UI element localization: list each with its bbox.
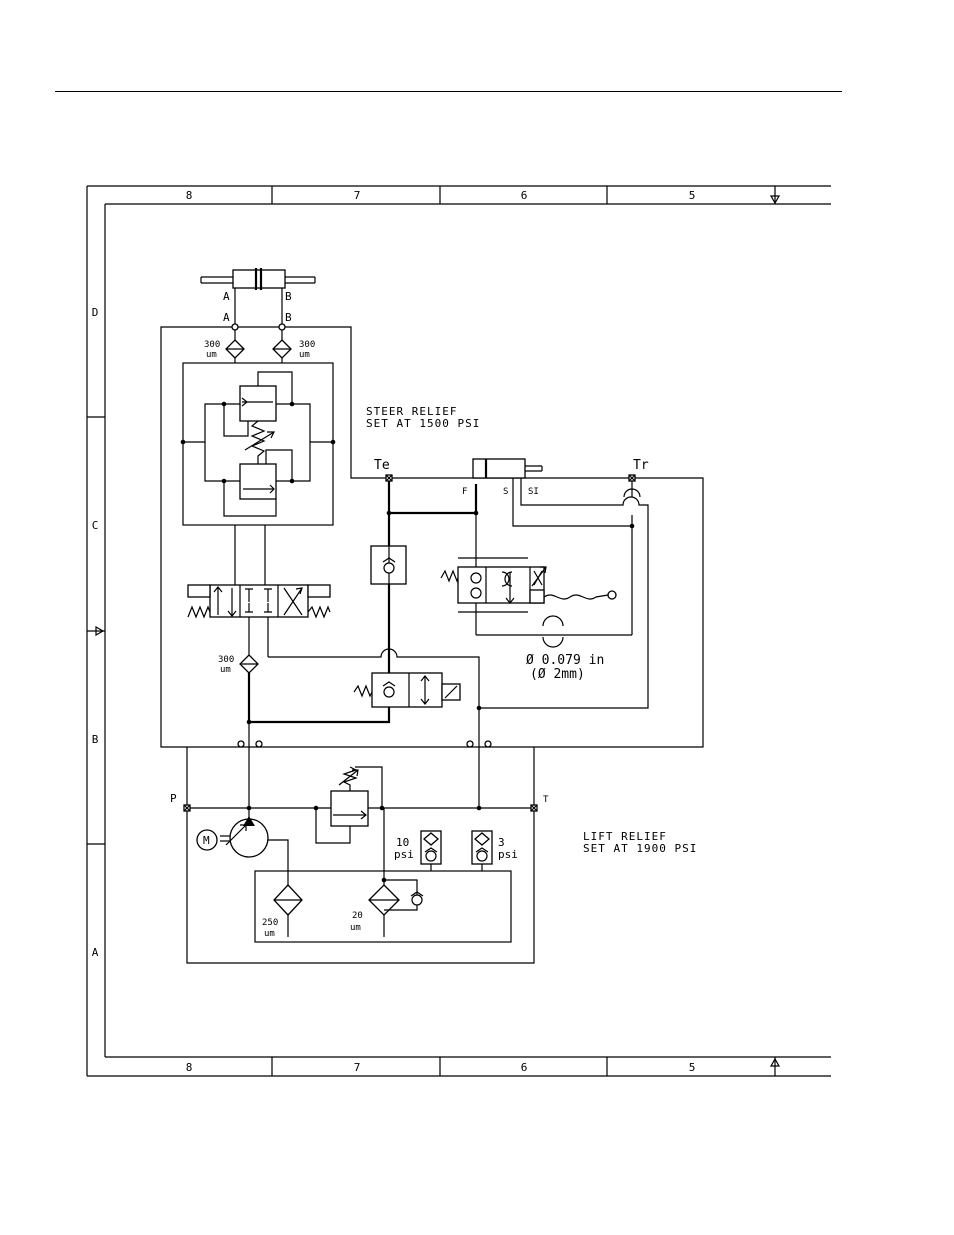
directional-valve (188, 525, 330, 657)
svg-text:SET AT 1500 PSI: SET AT 1500 PSI (366, 417, 480, 430)
svg-text:SET AT 1900 PSI: SET AT 1900 PSI (583, 842, 697, 855)
line-check-valve (371, 546, 406, 584)
zone-bottom-6: 6 (521, 1061, 528, 1074)
cross-relief-block (181, 363, 336, 525)
motor-label: M (203, 834, 210, 847)
orifice: Ø 0.079 in (Ø 2mm) (526, 616, 604, 682)
svg-text:um: um (206, 350, 217, 360)
solenoid-valve (354, 673, 460, 707)
svg-text:psi: psi (394, 848, 414, 861)
port-sl: SI (528, 487, 539, 497)
block-port-a: A (223, 311, 230, 324)
zone-top-7: 7 (354, 189, 361, 202)
svg-text:300: 300 (204, 340, 220, 350)
steer-filter-b: 300 um (273, 330, 315, 363)
steering-cylinder: A B A B (201, 268, 315, 327)
svg-text:300: 300 (299, 340, 315, 350)
orifice-size-mm: (Ø 2mm) (530, 667, 585, 682)
zone-bottom-7: 7 (354, 1061, 361, 1074)
pump-motor: M (197, 808, 288, 870)
check-valve-10psi: 10 psi (394, 831, 441, 871)
port-s: S (503, 487, 508, 497)
zone-side-a: A (92, 946, 99, 959)
port-tr: Tr (633, 458, 649, 473)
check-valve-3psi: 3 psi (472, 831, 518, 871)
zone-bottom-8: 8 (186, 1061, 193, 1074)
reservoir: 250 um 20 um (255, 808, 511, 942)
port-p: P (170, 792, 177, 805)
cylinder-port-a: A (223, 290, 230, 303)
svg-text:um: um (299, 350, 310, 360)
zone-side-b: B (92, 733, 99, 746)
steer-relief-note: STEER RELIEF SET AT 1500 PSI (366, 405, 480, 430)
orifice-size-in: Ø 0.079 in (526, 653, 604, 668)
svg-text:psi: psi (498, 848, 518, 861)
port-te: Te (374, 458, 390, 473)
svg-text:um: um (350, 923, 361, 933)
flow-control-valve (441, 558, 616, 612)
port-f: F (462, 487, 467, 497)
svg-text:20: 20 (352, 911, 363, 921)
cylinder-port-b: B (285, 290, 292, 303)
svg-text:um: um (264, 929, 275, 939)
pressure-filter: 300 um (218, 655, 258, 808)
lift-relief-note: LIFT RELIEF SET AT 1900 PSI (583, 830, 697, 855)
steer-filter-a: 300 um (204, 330, 244, 363)
svg-text:250: 250 (262, 918, 278, 928)
zone-top-5: 5 (689, 189, 696, 202)
svg-text:300: 300 (218, 655, 234, 665)
block-port-b: B (285, 311, 292, 324)
port-t: T (543, 795, 549, 805)
zone-top-8: 8 (186, 189, 193, 202)
zone-bottom-5: 5 (689, 1061, 696, 1074)
zone-side-c: C (92, 519, 99, 532)
svg-text:um: um (220, 665, 231, 675)
zone-labels: 8 7 6 5 8 7 6 5 D C B A (92, 189, 696, 1074)
lift-relief-valve (316, 767, 384, 843)
zone-top-6: 6 (521, 189, 528, 202)
zone-side-d: D (92, 306, 99, 319)
